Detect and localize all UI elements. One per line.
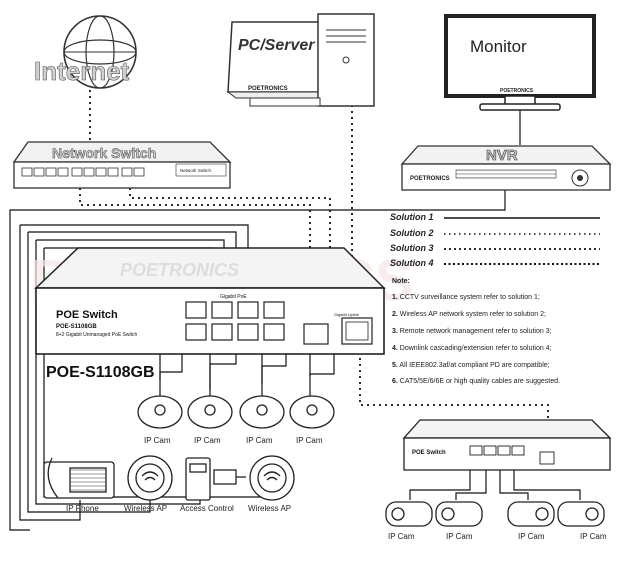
wireless-ap-2-icon (249, 455, 295, 501)
note-text: Wireless AP network system refer to solu… (399, 311, 546, 318)
network-switch-label: Network Switch (52, 145, 156, 161)
pc-server-icon (226, 13, 375, 107)
solution-3-label: Solution 3 (390, 243, 434, 253)
monitor-label: Monitor (470, 37, 527, 56)
port-group-label: Gigabit PoE (220, 294, 247, 300)
main-switch-title: POE Switch (56, 309, 118, 321)
note-num: 3. (392, 328, 398, 335)
access-control-label: Access Control (180, 504, 234, 513)
ip-cam-label: IP Cam (580, 532, 607, 541)
ip-cam-label: IP Cam (296, 436, 323, 445)
note-num: 5. (392, 362, 398, 369)
poe-switch-small (402, 419, 612, 471)
internet-label: Internet (34, 56, 130, 86)
connection-lines (9, 60, 581, 531)
note-heading: Note: (392, 278, 410, 285)
network-switch-badge: Network Switch (180, 168, 212, 173)
note-text: All IEEE802.3af/at compliant PD are comp… (399, 362, 550, 369)
note-text: CAT5/5E/6/6E or high quality cables are … (399, 378, 560, 385)
poe-ports (185, 301, 285, 341)
solution-2-label: Solution 2 (390, 228, 434, 238)
small-switch-title: POE Switch (412, 450, 446, 456)
pc-server-label: PC/Server (238, 37, 315, 54)
ip-cam-label: IP Cam (144, 436, 171, 445)
main-switch-model: POE-S1108GB (56, 324, 97, 330)
nvr-icon (400, 145, 612, 191)
nvr-label: NVR (486, 147, 518, 164)
ip-phone-label: IP Phone (66, 504, 99, 513)
note-text: CCTV surveillance system refer to soluti… (399, 294, 540, 301)
pc-brand: POETRONICS (248, 86, 288, 92)
note-item-2: 2. Wireless AP network system refer to s… (392, 311, 546, 318)
solution-1-label: Solution 1 (390, 212, 434, 222)
ip-phone-icon (43, 457, 115, 499)
main-switch-subtitle: 8+2 Gigabit Unmanaged PoE Switch (56, 332, 138, 338)
note-num: 4. (392, 345, 398, 352)
note-num: 2. (392, 311, 398, 318)
sfp-port (303, 323, 329, 345)
monitor-brand: POETRONICS (500, 88, 534, 94)
model-caption: POE-S1108GB (46, 364, 155, 381)
ip-cam-label: IP Cam (246, 436, 273, 445)
internet-globe-icon (63, 15, 137, 89)
monitor-icon (444, 14, 596, 111)
top-cams (137, 395, 335, 429)
note-num: 6. (392, 378, 398, 385)
note-item-5: 5. All IEEE802.3af/at compliant PD are c… (392, 362, 550, 369)
poe-switch-main (34, 247, 386, 355)
wireless-ap-icon (127, 455, 173, 501)
nvr-brand: POETRONICS (410, 176, 450, 182)
main-switch-brand: POETRONICS (120, 260, 239, 280)
access-control-icon (185, 457, 246, 501)
ip-cam-label: IP Cam (388, 532, 415, 541)
note-item-3: 3. Remote network management refer to so… (392, 328, 552, 335)
note-item-6: 6. CAT5/5E/6/6E or high quality cables a… (392, 378, 560, 385)
note-item-1: 1. CCTV surveillance system refer to sol… (392, 294, 540, 301)
wireless-ap-2-label: Wireless AP (248, 504, 292, 513)
network-switch-icon (12, 141, 232, 189)
note-text: Downlink cascading/extension refer to so… (399, 345, 552, 352)
note-text: Remote network management refer to solut… (399, 328, 552, 335)
uplink-label: Gigabit Uplink (334, 312, 359, 317)
bottom-cams (385, 501, 605, 527)
note-item-4: 4. Downlink cascading/extension refer to… (392, 345, 552, 352)
ip-cam-label: IP Cam (518, 532, 545, 541)
ip-cam-label: IP Cam (446, 532, 473, 541)
solution-lines (444, 217, 600, 265)
solution-4-label: Solution 4 (390, 258, 434, 268)
note-num: 1. (392, 294, 398, 301)
wireless-ap-label: Wireless AP (124, 504, 168, 513)
ip-cam-label: IP Cam (194, 436, 221, 445)
